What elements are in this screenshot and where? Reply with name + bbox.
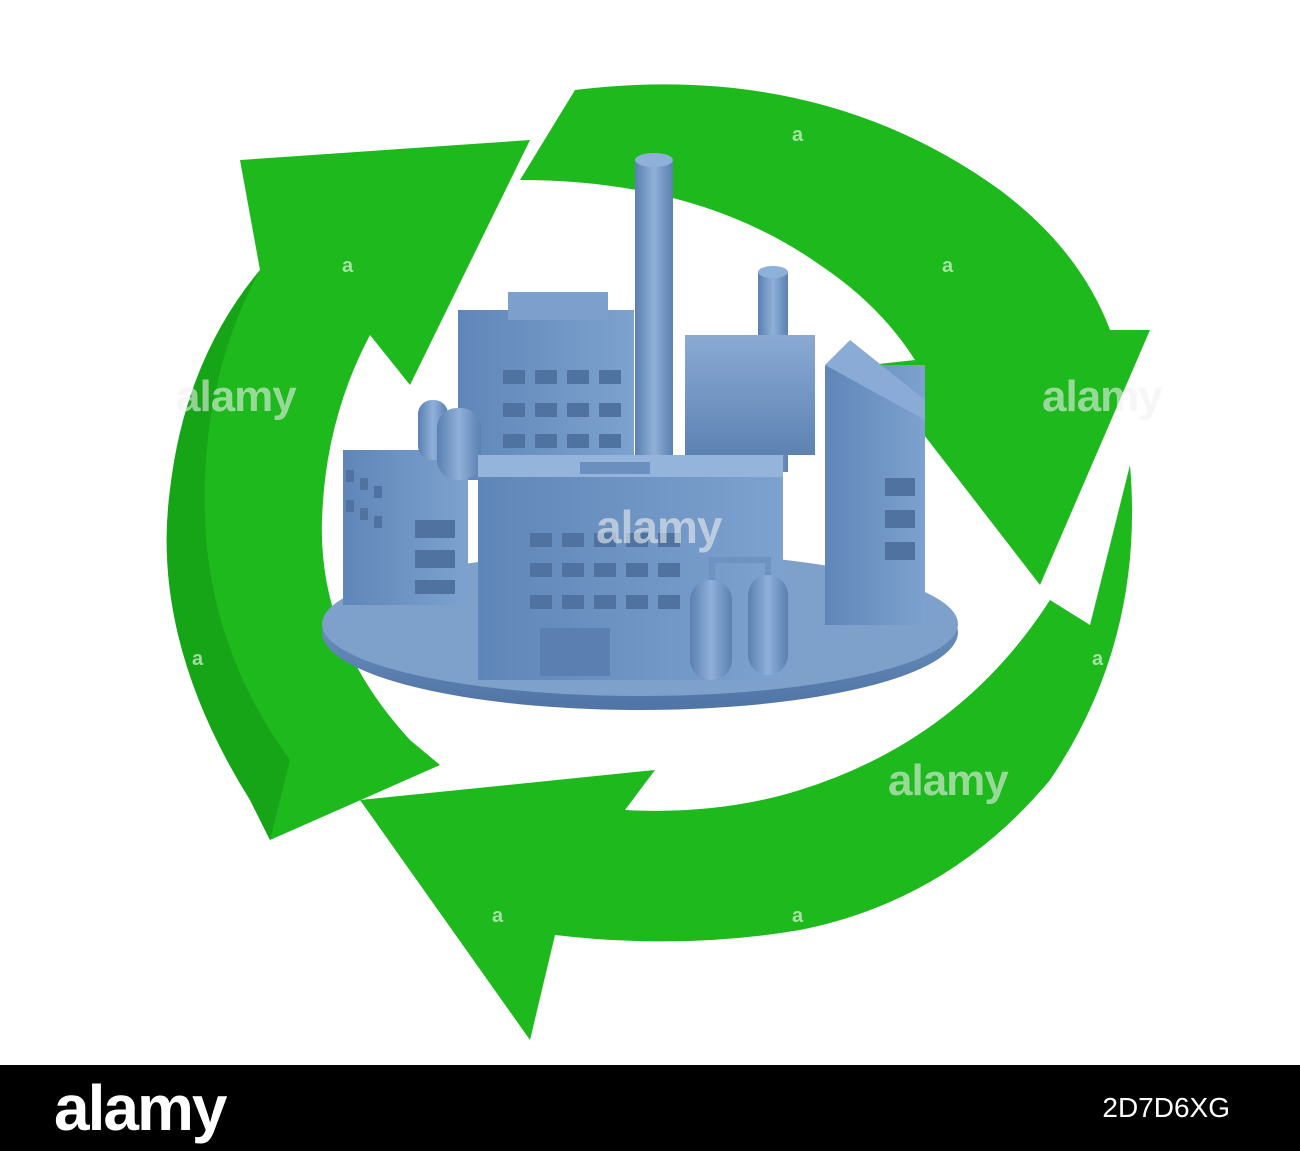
stock-footer-bar: alamy 2D7D6XG (0, 1065, 1300, 1151)
stock-image-id: 2D7D6XG (1102, 1092, 1230, 1123)
watermark-small-1: a (792, 124, 804, 146)
watermark-small-4: a (192, 648, 204, 670)
watermark-small-3: a (942, 255, 954, 277)
watermark-bottom-right: alamy (888, 756, 1009, 805)
watermark-small-2: a (342, 255, 354, 277)
watermark-small-5: a (1092, 648, 1104, 670)
stock-image: alamy alamy alamy alamy a a a a a a a (166, 84, 1163, 1040)
arrow-left (166, 140, 530, 840)
watermark-small-7: a (792, 905, 804, 927)
arrow-bottom (360, 465, 1133, 1040)
arrow-top-right (520, 84, 1150, 585)
factory-model-icon (322, 153, 958, 710)
watermark-small-6: a (492, 905, 504, 927)
watermark-left: alamy (176, 372, 297, 421)
watermark-right: alamy (1042, 372, 1163, 421)
recycle-factory-illustration (166, 84, 1150, 1040)
recycle-arrows-icon (166, 84, 1150, 1040)
watermark-center: alamy (596, 501, 722, 553)
arrow-left-shade (166, 270, 290, 840)
alamy-logo: alamy (54, 1072, 227, 1144)
